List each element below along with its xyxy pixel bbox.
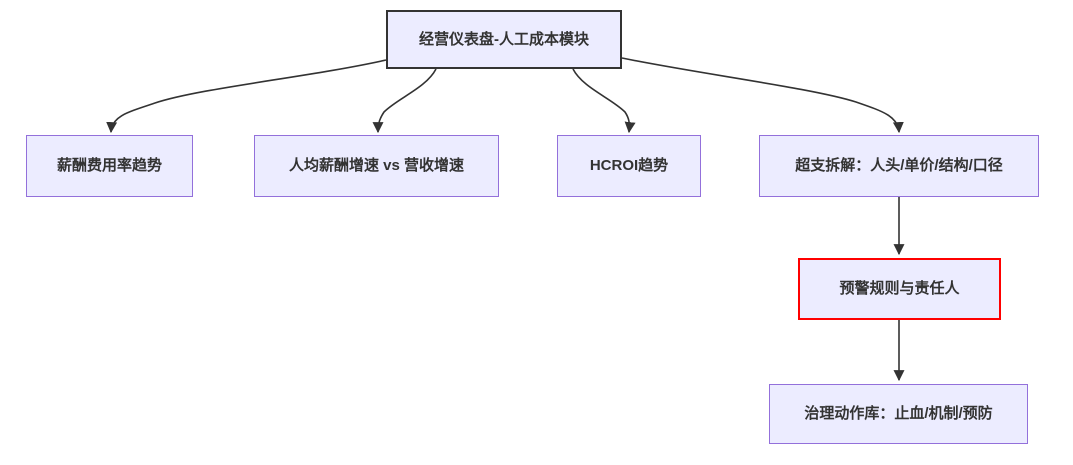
node-overspend-breakdown-label: 超支拆解：人头/单价/结构/口径 (795, 157, 1003, 174)
node-salary-growth-vs-revenue: 人均薪酬增速 vs 营收增速 (254, 135, 499, 197)
node-salary-cost-ratio-trend: 薪酬费用率趋势 (26, 135, 193, 197)
node-root: 经营仪表盘-人工成本模块 (386, 10, 622, 69)
edge-root-to-salary-cost-ratio-trend (106, 59, 387, 134)
node-salary-growth-vs-revenue-label: 人均薪酬增速 vs 营收增速 (288, 157, 465, 174)
node-governance-action-library: 治理动作库：止血/机制/预防 (769, 384, 1028, 444)
edge-root-to-overspend-breakdown (621, 57, 904, 134)
edge-root-to-hcroi-trend (572, 68, 636, 134)
node-root-label: 经营仪表盘-人工成本模块 (419, 30, 589, 48)
node-alert-rules-owners-label: 预警规则与责任人 (839, 280, 960, 297)
node-salary-cost-ratio-trend-label: 薪酬费用率趋势 (56, 157, 162, 174)
node-hcroi-trend-label: HCROI趋势 (589, 157, 669, 174)
node-overspend-breakdown: 超支拆解：人头/单价/结构/口径 (759, 135, 1039, 197)
edge-root-to-salary-growth-vs-revenue (372, 68, 437, 134)
node-hcroi-trend: HCROI趋势 (557, 135, 701, 197)
node-governance-action-library-label: 治理动作库：止血/机制/预防 (804, 405, 993, 422)
node-alert-rules-owners: 预警规则与责任人 (798, 258, 1001, 320)
